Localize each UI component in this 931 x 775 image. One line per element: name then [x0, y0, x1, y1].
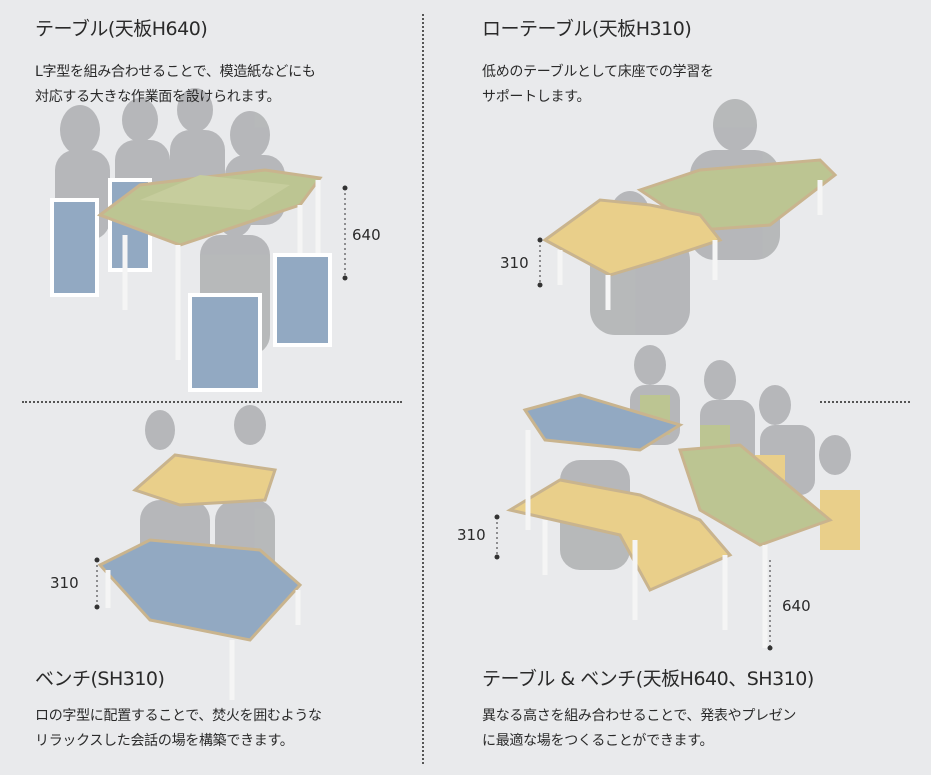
desc-line: 低めのテーブルとして床座での学習を [482, 64, 714, 80]
dimension-label: 640 [352, 226, 381, 244]
low-table-illustration [537, 99, 838, 335]
section-desc-low-table: 低めのテーブルとして床座での学習をサポートします。 [482, 60, 714, 110]
desc-line: 対応する大きな作業面を設けられます。 [35, 89, 281, 105]
desc-line: ロの字型に配置することで、焚火を囲むような [35, 708, 322, 724]
section-title-low-table: ローテーブル(天板H310) [482, 18, 692, 40]
desc-line: に最適な場をつくることができます。 [482, 733, 714, 749]
section-desc-table-bench: 異なる高さを組み合わせることで、発表やプレゼンに最適な場をつくることができます。 [482, 704, 796, 754]
desc-line: サポートします。 [482, 89, 591, 105]
table-illustration [50, 88, 348, 392]
section-title-table-bench: テーブル & ベンチ(天板H640、SH310) [482, 668, 814, 690]
desc-line: 異なる高さを組み合わせることで、発表やプレゼン [482, 708, 797, 724]
dimension-label: 310 [457, 526, 486, 544]
dimension-label: 310 [500, 254, 529, 272]
horizontal-divider-right [820, 401, 910, 403]
dimension-label: 640 [782, 597, 811, 615]
bench-illustration [94, 405, 303, 700]
section-desc-table: L字型を組み合わせることで、模造紙などにも対応する大きな作業面を設けられます。 [35, 60, 316, 110]
table-bench-illustration [494, 345, 860, 651]
dimension-label: 310 [50, 574, 79, 592]
desc-line: リラックスした会話の場を構築できます。 [35, 733, 294, 749]
section-desc-bench: ロの字型に配置することで、焚火を囲むようなリラックスした会話の場を構築できます。 [35, 704, 322, 754]
desc-line: L字型を組み合わせることで、模造紙などにも [35, 64, 316, 80]
horizontal-divider-left [22, 401, 402, 403]
vertical-divider [422, 14, 424, 764]
section-title-bench: ベンチ(SH310) [35, 668, 165, 690]
section-title-table: テーブル(天板H640) [35, 18, 208, 40]
